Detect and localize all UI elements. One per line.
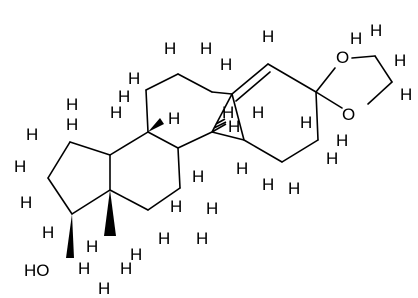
atom-h: H [26, 125, 38, 144]
atom-h: H [14, 157, 26, 176]
atom-h: H [130, 245, 142, 264]
atom-h: H [158, 229, 170, 248]
atom-h: H [222, 103, 234, 122]
atom-h: H [326, 149, 338, 168]
atom-h: H [164, 39, 176, 58]
atom-h-top-left: H [128, 69, 140, 88]
atom-h: H [228, 117, 240, 136]
atom-h: H [170, 197, 182, 216]
atom-h: H [192, 167, 204, 186]
atom-h: H [78, 259, 90, 278]
atom-h: H [236, 159, 248, 178]
atom-h: H [168, 109, 180, 128]
atom-h: H [206, 199, 218, 218]
atom-h: H [42, 223, 54, 242]
atom-h: H [220, 55, 232, 74]
atom-h: H [86, 237, 98, 256]
atom-h: H [120, 259, 132, 278]
stereo-bonds [66, 118, 227, 258]
atom-h: H [200, 39, 212, 58]
atom-ho-label: HO [24, 261, 50, 280]
atom-h: H [288, 179, 300, 198]
atom-h: H [300, 113, 312, 132]
atom-h: H [262, 175, 274, 194]
atom-h: H [350, 29, 362, 48]
atom-o-bottom: O [342, 105, 355, 124]
atom-h-alkene: H [262, 27, 274, 46]
atom-h: H [336, 131, 348, 150]
atom-h: H [400, 85, 412, 104]
atom-h: H [118, 87, 130, 106]
atom-h: H [370, 21, 382, 40]
atom-h: H [394, 51, 406, 70]
atom-o-top: O [336, 48, 349, 67]
atom-h: H [66, 115, 78, 134]
atom-h: H [252, 103, 264, 122]
atom-h: H [196, 229, 208, 248]
atom-labels: H H H H H H O O H H H H H H H H H H H H … [14, 21, 412, 298]
atom-h: H [20, 193, 32, 212]
atom-h: H [66, 95, 78, 114]
atom-h: H [110, 103, 122, 122]
atom-h: H [98, 279, 110, 298]
bond-skeleton [47, 55, 393, 215]
